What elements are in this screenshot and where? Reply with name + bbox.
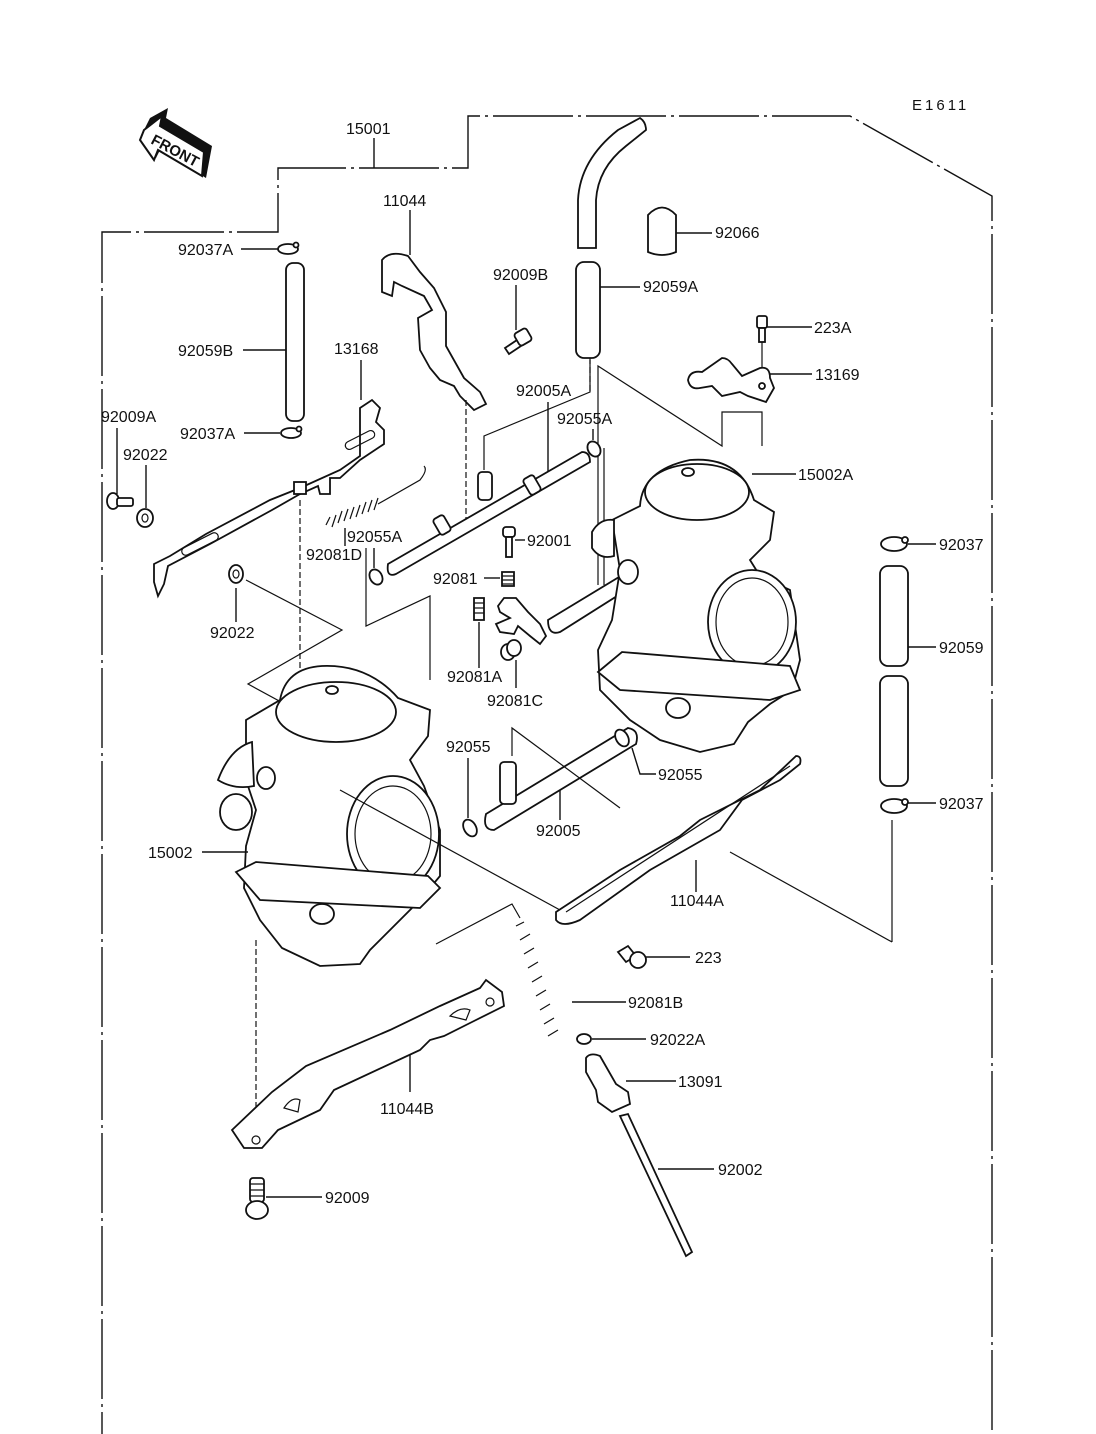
part-92022-upper: 92022 [123, 447, 168, 528]
svg-text:92001: 92001 [527, 533, 572, 550]
svg-text:223: 223 [695, 950, 722, 967]
svg-text:13168: 13168 [334, 341, 379, 358]
part-13169: 13169 [687, 357, 860, 404]
label-15001: 15001 [346, 121, 391, 138]
part-13168: 13168 [153, 341, 385, 680]
diagram-code: E1611 [912, 97, 969, 114]
part-92055A-left: 92055A [344, 528, 402, 586]
svg-text:92055: 92055 [658, 767, 703, 784]
svg-text:92002: 92002 [718, 1162, 763, 1179]
svg-text:92037: 92037 [939, 796, 984, 813]
part-92055-right: 92055 [614, 728, 703, 784]
svg-text:92037A: 92037A [180, 426, 235, 443]
part-15002A: 15002A [591, 458, 853, 753]
part-92037-upper: 92037 [880, 536, 984, 554]
part-92059B: 92059B [178, 262, 305, 422]
part-92009A: 92009A [101, 409, 156, 510]
part-92037-lower: 92037 [729, 796, 984, 943]
svg-text:92055A: 92055A [347, 529, 402, 546]
bent-hose [577, 116, 647, 249]
svg-text:11044B: 11044B [380, 1101, 434, 1118]
svg-text:92005A: 92005A [516, 383, 571, 400]
part-92081D: 92081D [306, 465, 426, 564]
svg-text:92055A: 92055A [557, 411, 612, 428]
part-223: 223 [616, 944, 722, 969]
part-92059: 92059 [879, 565, 984, 787]
part-92037A-lower: 92037A [180, 425, 303, 443]
svg-text:92081D: 92081D [306, 547, 362, 564]
svg-text:92055: 92055 [446, 739, 491, 756]
svg-text:92081A: 92081A [447, 669, 502, 686]
part-11044: 11044 [381, 193, 488, 520]
part-92009: 92009 [245, 1177, 370, 1220]
svg-text:92081: 92081 [433, 571, 478, 588]
linkage-plate [494, 597, 548, 646]
part-92037A-top: 92037A [178, 241, 300, 259]
svg-text:223A: 223A [814, 320, 852, 337]
svg-text:92022: 92022 [123, 447, 168, 464]
svg-text:13169: 13169 [815, 367, 860, 384]
assembly-boundary [101, 115, 993, 1434]
svg-text:92081C: 92081C [487, 693, 543, 710]
leader-cross [339, 789, 561, 911]
part-92081A: 92081A [447, 597, 502, 686]
part-223A: 223A [756, 315, 852, 384]
part-92081: 92081 [433, 571, 515, 588]
svg-text:92009B: 92009B [493, 267, 548, 284]
part-92059A: 92059A [575, 261, 698, 392]
svg-text:92066: 92066 [715, 225, 760, 242]
svg-text:92022: 92022 [210, 625, 255, 642]
part-92022A: 92022A [576, 1032, 705, 1049]
svg-text:92005: 92005 [536, 823, 581, 840]
part-11044A: 11044A [555, 755, 802, 925]
svg-text:11044A: 11044A [670, 893, 724, 910]
svg-text:92037: 92037 [939, 537, 984, 554]
svg-text:11044: 11044 [383, 193, 426, 210]
part-92066: 92066 [647, 206, 760, 256]
part-92081C: 92081C [487, 639, 543, 710]
svg-text:13091: 13091 [678, 1074, 723, 1091]
svg-text:92009A: 92009A [101, 409, 156, 426]
part-92081B: 92081B [435, 903, 683, 1037]
svg-text:92022A: 92022A [650, 1032, 705, 1049]
part-13091: 13091 [585, 1053, 723, 1114]
svg-text:92081B: 92081B [628, 995, 683, 1012]
part-92005: 92005 [484, 726, 638, 840]
part-92001: 92001 [502, 526, 572, 558]
part-15002: 15002 [148, 665, 442, 1136]
svg-text:15002: 15002 [148, 845, 193, 862]
part-11044B: 11044B [230, 978, 505, 1149]
svg-text:15002A: 15002A [798, 467, 853, 484]
part-92055A-right: 92055A [557, 411, 612, 585]
part-92055-left: 92055 [446, 739, 491, 838]
svg-text:92059: 92059 [939, 640, 984, 657]
svg-text:92009: 92009 [325, 1190, 370, 1207]
part-92005A: 92005A [386, 360, 591, 576]
svg-text:92059A: 92059A [643, 279, 698, 296]
leader-to-13169 [597, 364, 763, 585]
svg-text:92059B: 92059B [178, 343, 233, 360]
part-92009B: 92009B [493, 267, 548, 356]
front-arrow-icon: FRONT [138, 108, 212, 178]
svg-text:92037A: 92037A [178, 242, 233, 259]
part-92002: 92002 [618, 1112, 763, 1258]
